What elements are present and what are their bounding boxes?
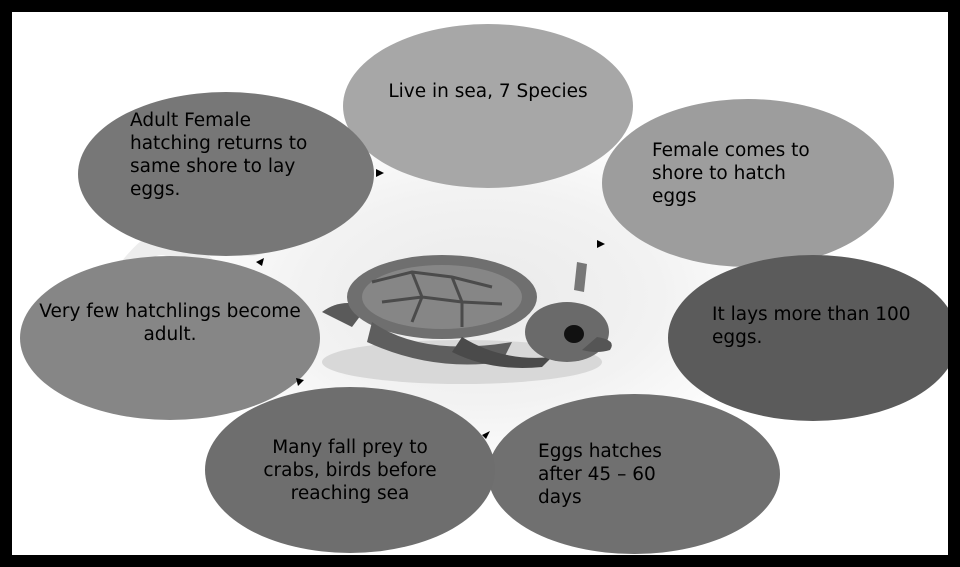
cycle-arrows <box>12 12 952 559</box>
diagram-frame: aa Live in sea, 7 Species Female comes t… <box>8 8 952 559</box>
arrow-head <box>296 378 304 386</box>
arrow-head <box>376 169 384 177</box>
arrow-head <box>482 431 490 439</box>
arrow-head <box>256 258 264 266</box>
arrow-head <box>597 240 605 248</box>
